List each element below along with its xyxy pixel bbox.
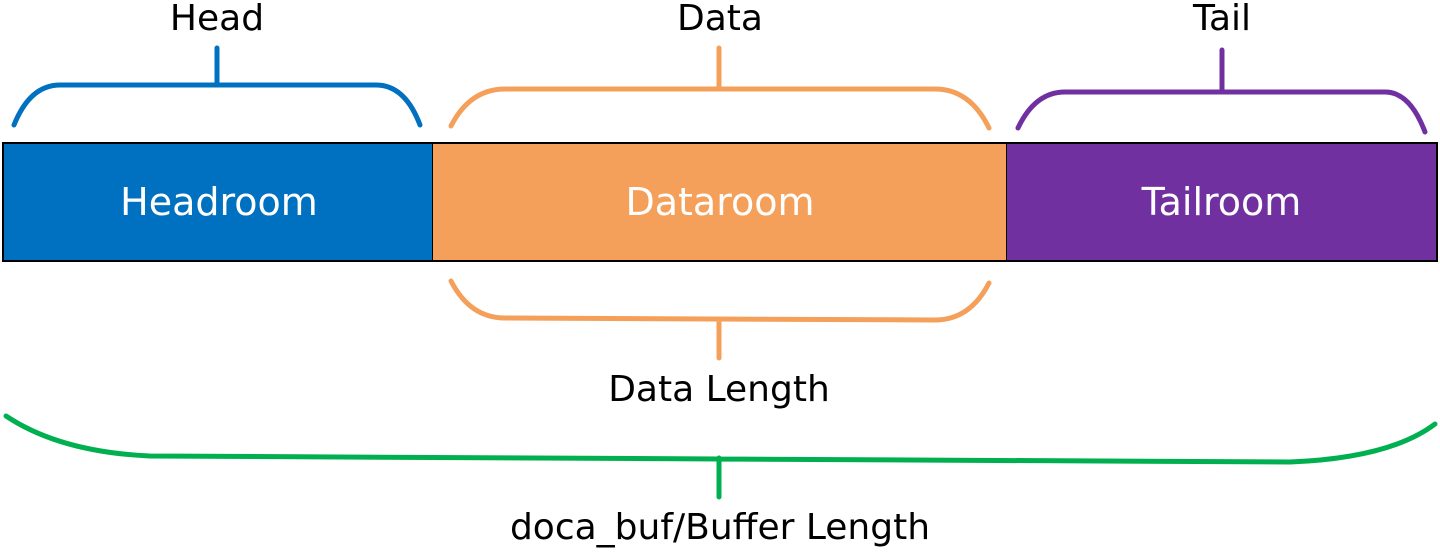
buffer-length-brace — [3, 413, 1438, 500]
headroom-segment: Headroom — [2, 142, 435, 262]
tailroom-segment: Tailroom — [1006, 142, 1438, 262]
head-brace — [11, 45, 423, 128]
tailroom-label: Tailroom — [1141, 180, 1302, 224]
data-length-label: Data Length — [608, 369, 830, 410]
tail-brace — [1015, 47, 1428, 135]
dataroom-label: Dataroom — [625, 180, 815, 224]
buffer-length-label: doca_buf/Buffer Length — [509, 507, 931, 548]
data-length-brace — [448, 278, 992, 361]
tail-label: Tail — [1192, 0, 1252, 39]
headroom-label: Headroom — [120, 180, 318, 224]
head-label: Head — [169, 0, 265, 39]
data-brace — [448, 45, 992, 131]
data-label: Data — [677, 0, 763, 39]
dataroom-segment: Dataroom — [432, 142, 1008, 262]
